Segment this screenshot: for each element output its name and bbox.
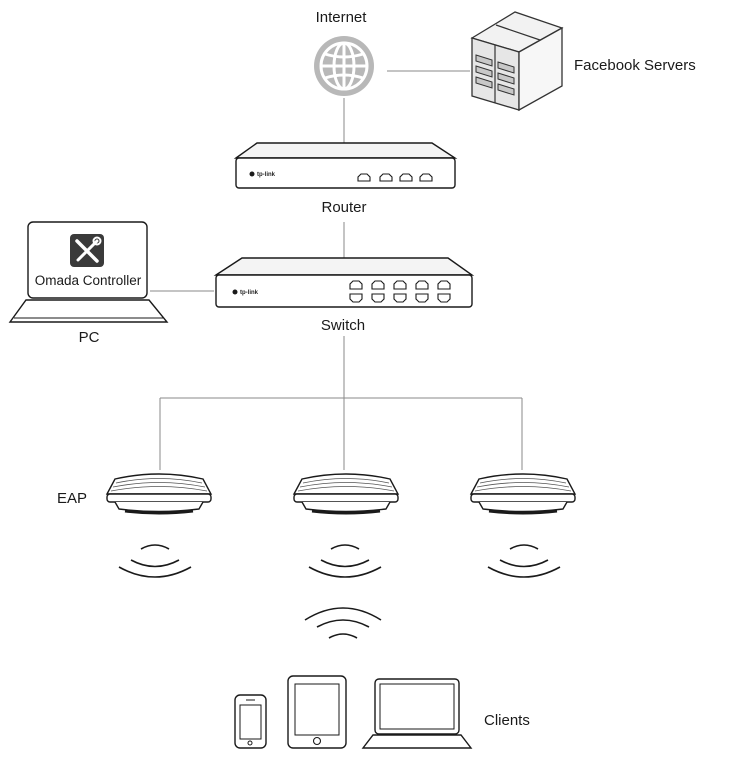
switch-label: Switch	[321, 317, 365, 334]
switch-brand: tp-link	[240, 290, 259, 296]
wrench-screwdriver-icon	[70, 234, 104, 267]
pc-label: PC	[79, 329, 100, 346]
access-point-icon	[292, 472, 400, 515]
router-label: Router	[321, 199, 366, 216]
server-icon	[470, 11, 564, 112]
wifi-signal-icon	[308, 544, 382, 578]
laptop-icon	[361, 678, 473, 749]
tablet-icon	[287, 675, 347, 749]
wifi-signal-icon	[118, 544, 192, 578]
switch-icon: tp-link	[213, 257, 475, 308]
globe-icon	[314, 36, 374, 96]
phone-icon	[234, 694, 267, 749]
router-icon: tp-link	[233, 142, 458, 189]
connection-lines	[150, 70, 523, 470]
internet-label: Internet	[316, 9, 368, 26]
wifi-signal-icon	[487, 544, 561, 578]
clients-label: Clients	[484, 712, 530, 729]
access-point-icon	[469, 472, 577, 515]
servers-label: Facebook Servers	[574, 57, 696, 74]
router-brand: tp-link	[257, 172, 276, 178]
wifi-signal-icon	[304, 607, 382, 639]
eap-label: EAP	[57, 490, 87, 507]
access-point-icon	[105, 472, 213, 515]
controller-label: Omada Controller	[35, 273, 142, 288]
